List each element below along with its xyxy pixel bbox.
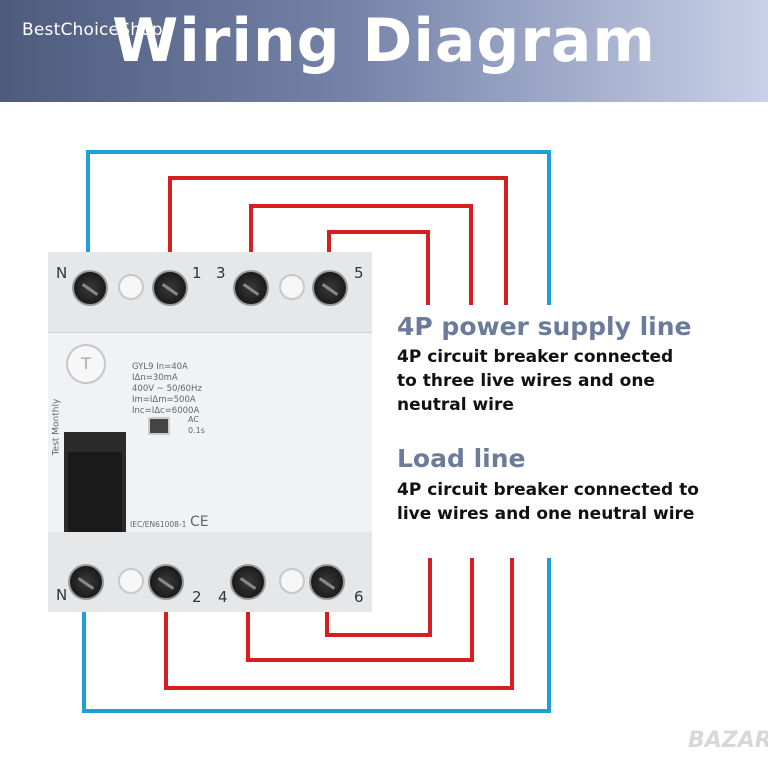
terminal-screw-bottom-n bbox=[68, 564, 104, 600]
supply-line: to three live wires and one bbox=[397, 371, 655, 391]
terminal-label-5: 5 bbox=[354, 264, 364, 282]
terminal-screw-top-n bbox=[72, 270, 108, 306]
terminal-label-bottom-n: N bbox=[56, 586, 68, 604]
terminal-screw-6 bbox=[309, 564, 345, 600]
terminal-label-4: 4 bbox=[218, 588, 228, 606]
watermark: BAZAR bbox=[688, 728, 768, 753]
supply-line: neutral wire bbox=[397, 395, 514, 415]
shop-name: BestChoiceShop bbox=[22, 20, 163, 40]
page-title: Wiring Diagram bbox=[112, 6, 656, 76]
load-neutral-wire bbox=[82, 558, 551, 713]
spec-line: IΔn=30mA bbox=[132, 373, 178, 383]
supply-live-wire-3 bbox=[249, 204, 473, 305]
test-monthly-label: Test Monthly bbox=[51, 398, 62, 456]
terminal-screw-4 bbox=[230, 564, 266, 600]
spec-line: 400V ~ 50/60Hz bbox=[132, 384, 202, 394]
supply-description: 4P circuit breaker connected to three li… bbox=[397, 345, 757, 417]
terminal-label-2: 2 bbox=[192, 588, 202, 606]
circuit-breaker: N 1 3 5 T Test Monthly GYL9 In=40A IΔn=3… bbox=[48, 252, 372, 612]
title-banner: BestChoiceShop Wiring Diagram bbox=[0, 0, 768, 102]
toggle-lever[interactable] bbox=[68, 452, 122, 532]
trip-time-label: 0.1s bbox=[188, 426, 205, 435]
terminal-label-6: 6 bbox=[354, 588, 364, 606]
terminal-hole bbox=[118, 274, 144, 300]
ac-label: AC bbox=[188, 415, 199, 424]
load-line: 4P circuit breaker connected to bbox=[397, 480, 699, 500]
terminal-screw-3 bbox=[233, 270, 269, 306]
spec-label: GYL9 In=40A IΔn=30mA 400V ~ 50/60Hz Im=I… bbox=[132, 362, 202, 417]
load-description: 4P circuit breaker connected to live wir… bbox=[397, 478, 757, 526]
load-live-wire-2 bbox=[164, 558, 514, 690]
terminal-screw-5 bbox=[312, 270, 348, 306]
terminal-screw-2 bbox=[148, 564, 184, 600]
load-live-wire-4 bbox=[246, 558, 474, 662]
terminal-hole bbox=[118, 568, 144, 594]
supply-heading: 4P power supply line bbox=[397, 312, 692, 341]
load-heading: Load line bbox=[397, 444, 526, 473]
supply-neutral-wire bbox=[86, 150, 551, 305]
spec-line: GYL9 In=40A bbox=[132, 362, 188, 372]
supply-live-wire-1 bbox=[168, 176, 508, 305]
load-line: live wires and one neutral wire bbox=[397, 504, 695, 524]
supply-line: 4P circuit breaker connected bbox=[397, 347, 674, 367]
ac-type-label: AC 0.1s bbox=[188, 414, 205, 436]
terminal-screw-1 bbox=[152, 270, 188, 306]
terminal-label-3: 3 bbox=[216, 264, 226, 282]
test-button[interactable]: T bbox=[66, 344, 106, 384]
spec-line: Inc=IΔc=6000A bbox=[132, 406, 200, 416]
ce-mark: CE bbox=[190, 514, 209, 530]
standard-label: IEC/EN61008-1 bbox=[130, 520, 187, 529]
status-window bbox=[148, 417, 170, 435]
terminal-hole bbox=[279, 568, 305, 594]
terminal-label-top-n: N bbox=[56, 264, 68, 282]
terminal-hole bbox=[279, 274, 305, 300]
terminal-label-1: 1 bbox=[192, 264, 202, 282]
spec-line: Im=IΔm=500A bbox=[132, 395, 196, 405]
